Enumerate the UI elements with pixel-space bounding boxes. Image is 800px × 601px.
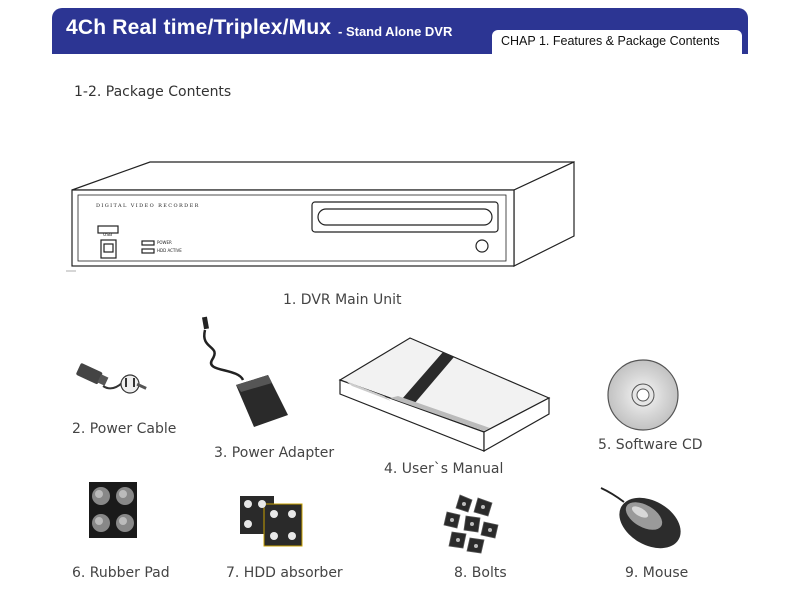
dvr-brand-text: DIGITAL VIDEO RECORDER	[96, 203, 200, 209]
item-label-hdd-absorber: 7. HDD absorber	[226, 565, 343, 581]
power-cable-image	[76, 363, 147, 394]
item-label-software-cd: 5. Software CD	[598, 437, 703, 453]
chapter-label: CHAP 1. Features & Package Contents	[501, 34, 720, 48]
item-label-users-manual: 4. User`s Manual	[384, 461, 504, 477]
rubber-pad-image	[89, 482, 137, 538]
dvr-main-unit-image	[66, 161, 575, 272]
section-title: 1-2. Package Contents	[74, 84, 232, 100]
dvr-hdd-led-text: HDD ACTIVE	[157, 248, 182, 253]
item-label-rubber-pad: 6. Rubber Pad	[72, 565, 170, 581]
document-subtitle: - Stand Alone DVR	[338, 24, 453, 39]
item-label-power-cable: 2. Power Cable	[72, 421, 177, 437]
mouse-image	[600, 487, 681, 549]
item-label-dvr-main-unit: 1. DVR Main Unit	[283, 292, 402, 308]
bolts-image	[443, 494, 499, 554]
page-header: 4Ch Real time/Triplex/Mux - Stand Alone …	[52, 8, 748, 54]
item-label-mouse: 9. Mouse	[625, 565, 689, 581]
dvr-power-led-text: POWER	[157, 240, 172, 245]
dvr-usb-text: USB	[103, 233, 113, 238]
users-manual-image	[338, 337, 551, 453]
document-title: 4Ch Real time/Triplex/Mux	[66, 16, 332, 39]
software-cd-image	[607, 359, 679, 431]
power-adapter-image	[201, 316, 288, 427]
item-label-power-adapter: 3. Power Adapter	[214, 445, 335, 461]
item-label-bolts: 8. Bolts	[454, 565, 507, 581]
chapter-tab: CHAP 1. Features & Package Contents	[492, 30, 742, 54]
hdd-absorber-image	[240, 496, 303, 547]
